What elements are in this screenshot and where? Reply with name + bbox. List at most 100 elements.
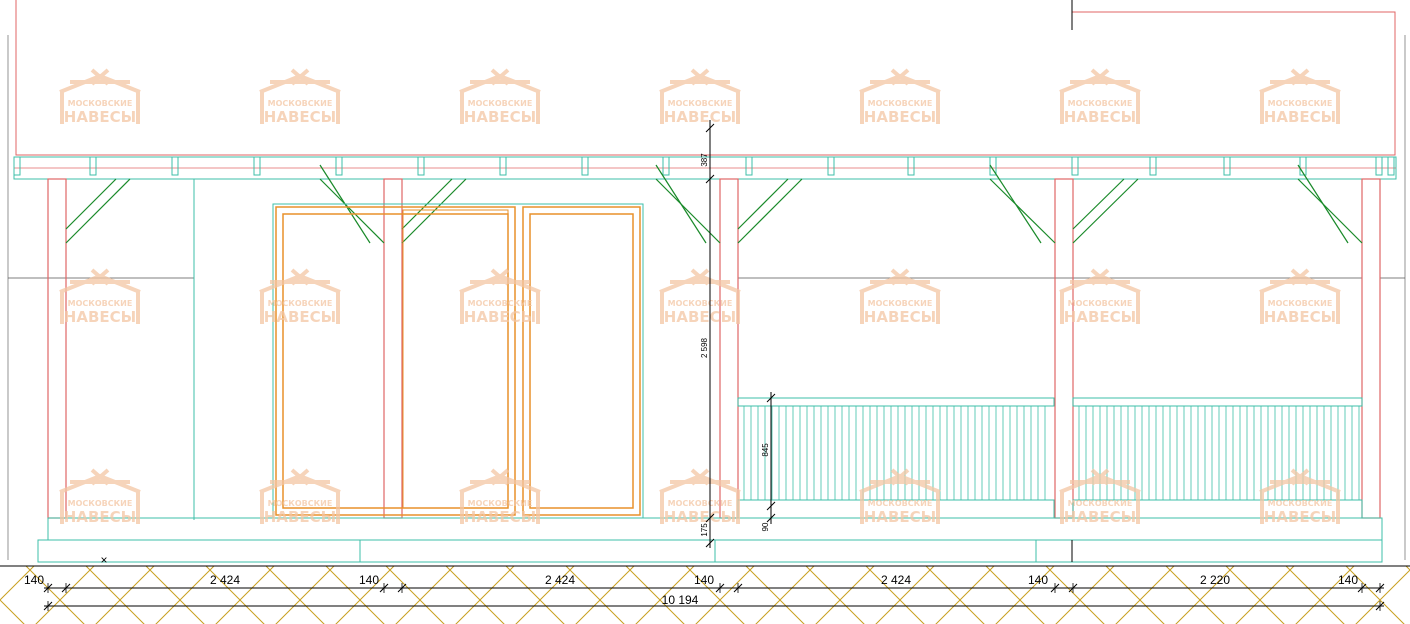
railing-right	[1072, 397, 1363, 519]
dim-seg-2: 2 424	[210, 573, 240, 587]
watermark-line2: НАВЕСЫ	[864, 108, 936, 126]
rafter-end	[662, 156, 670, 176]
watermark-line1: МОСКОВСКИЕ	[1068, 99, 1133, 108]
watermark-roof-icon	[1259, 68, 1341, 124]
dim-post-height: 2 598	[700, 337, 709, 358]
watermark-line2: НАВЕСЫ	[264, 508, 336, 526]
roof	[7, 0, 1406, 560]
post	[1361, 178, 1381, 519]
watermark-line1: МОСКОВСКИЕ	[268, 499, 333, 508]
dim-total: 10 194	[662, 593, 699, 607]
rafter-end	[745, 156, 753, 176]
brace	[1297, 178, 1363, 244]
dim-seg-6: 2 424	[881, 573, 911, 587]
watermark-line1: МОСКОВСКИЕ	[68, 299, 133, 308]
rafter-end	[253, 156, 261, 176]
watermark-line2: НАВЕСЫ	[1064, 308, 1136, 326]
watermark-roof-icon	[459, 268, 541, 324]
dim-seg-5: 140	[694, 573, 714, 587]
brace	[1072, 178, 1125, 230]
brace	[737, 178, 789, 230]
watermark-line2: НАВЕСЫ	[864, 308, 936, 326]
watermark-line1: МОСКОВСКИЕ	[68, 99, 133, 108]
watermark-line1: МОСКОВСКИЕ	[668, 299, 733, 308]
watermark-line2: НАВЕСЫ	[664, 108, 736, 126]
watermark-roof-icon	[659, 68, 741, 124]
watermark-line2: НАВЕСЫ	[1264, 108, 1336, 126]
watermark-line2: НАВЕСЫ	[464, 108, 536, 126]
railing-left	[737, 397, 1055, 519]
watermark-roof-icon	[859, 68, 941, 124]
dim-deck: 175	[700, 523, 709, 537]
watermark-roof-icon	[59, 468, 141, 524]
watermark-roof-icon	[1059, 68, 1141, 124]
dim-seg-3: 140	[359, 573, 379, 587]
dim-seg-9: 140	[1338, 573, 1358, 587]
brace	[319, 178, 385, 244]
watermark-roof-icon	[459, 68, 541, 124]
watermark-line1: МОСКОВСКИЕ	[468, 299, 533, 308]
dim-seg-8: 2 220	[1200, 573, 1230, 587]
watermark-line1: МОСКОВСКИЕ	[1268, 299, 1333, 308]
watermark-line1: МОСКОВСКИЕ	[668, 99, 733, 108]
rafter-end	[171, 156, 179, 176]
ground	[0, 565, 1410, 624]
brace	[989, 178, 1056, 244]
watermark-line2: НАВЕСЫ	[1264, 308, 1336, 326]
rafter-end	[1299, 156, 1307, 176]
post	[1054, 178, 1074, 519]
watermark-roof-icon	[859, 268, 941, 324]
watermark-line2: НАВЕСЫ	[664, 308, 736, 326]
watermark-line2: НАВЕСЫ	[864, 508, 936, 526]
watermark-line2: НАВЕСЫ	[64, 508, 136, 526]
watermark-line2: НАВЕСЫ	[464, 308, 536, 326]
watermark-line2: НАВЕСЫ	[1064, 508, 1136, 526]
rafter-ends	[13, 156, 1395, 176]
posts	[47, 178, 1381, 519]
rafter-end	[417, 156, 425, 176]
brace	[737, 178, 803, 244]
watermark-line1: МОСКОВСКИЕ	[668, 499, 733, 508]
watermark-line1: МОСКОВСКИЕ	[1268, 499, 1333, 508]
watermark-roof-icon	[659, 468, 741, 524]
watermark-roof-icon	[459, 468, 541, 524]
dim-seg-7: 140	[1028, 573, 1048, 587]
rafter-end	[827, 156, 835, 176]
post	[719, 178, 739, 519]
rafter-end	[1071, 156, 1079, 176]
glazing-frames	[272, 203, 644, 519]
watermark-line1: МОСКОВСКИЕ	[1068, 299, 1133, 308]
watermarks: МОСКОВСКИЕНАВЕСЫМОСКОВСКИЕНАВЕСЫМОСКОВСК…	[59, 68, 1341, 526]
brace	[1297, 164, 1349, 244]
rafter-end	[1387, 156, 1395, 176]
watermark-line2: НАВЕСЫ	[264, 108, 336, 126]
brace	[65, 178, 117, 230]
braces	[65, 164, 1363, 244]
origin-mark: ×	[100, 553, 107, 567]
watermark-line1: МОСКОВСКИЕ	[468, 99, 533, 108]
watermark-line1: МОСКОВСКИЕ	[468, 499, 533, 508]
rafter-end	[1149, 156, 1157, 176]
watermark-roof-icon	[259, 68, 341, 124]
watermark-roof-icon	[1259, 468, 1341, 524]
watermark-roof-icon	[259, 468, 341, 524]
rafter-end	[1375, 156, 1383, 176]
watermark-roof-icon	[259, 268, 341, 324]
